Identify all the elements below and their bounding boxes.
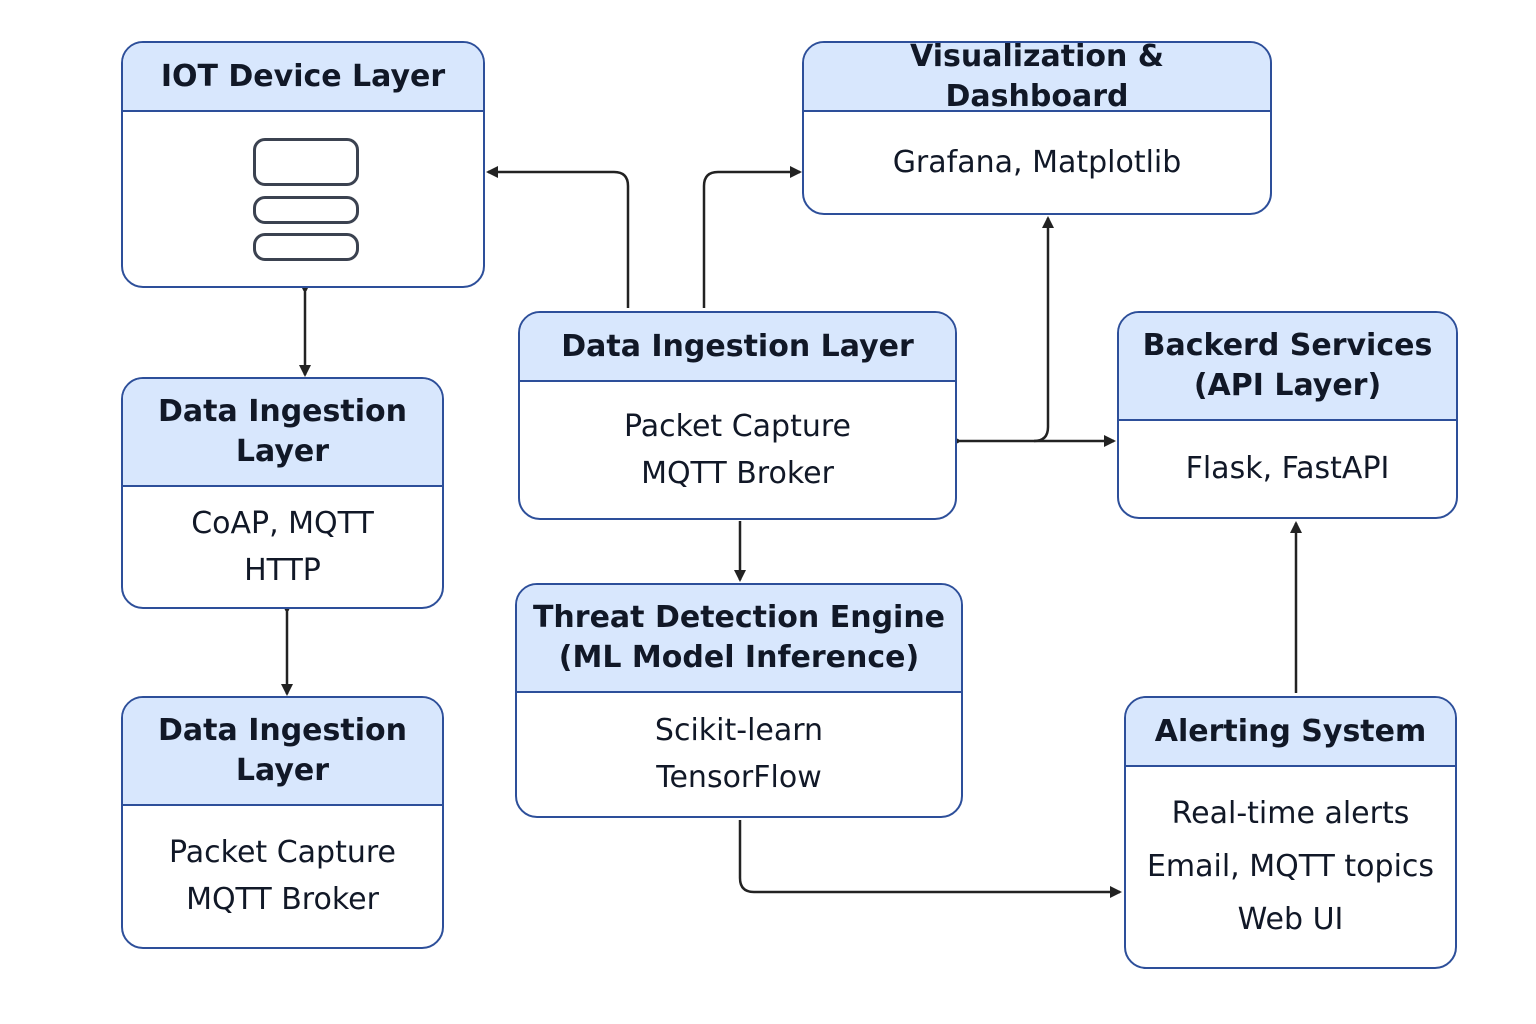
data-ingestion-left1-title: Data Ingestion Layer: [123, 379, 442, 487]
visualization-dashboard-title: Visualization & Dashboard: [804, 43, 1270, 114]
backend-services-title: Backerd Services (API Layer): [1119, 313, 1456, 421]
data-ingestion-center-body: Packet Capture MQTT Broker: [520, 382, 955, 517]
backend-frameworks-text: Flask, FastAPI: [1185, 451, 1390, 486]
backend-services-box: Backerd Services (API Layer) Flask, Fast…: [1117, 311, 1458, 519]
device-icon-top: [253, 138, 359, 186]
alerting-line-2: Email, MQTT topics: [1146, 849, 1435, 884]
threat-detection-engine-body: Scikit-learn TensorFlow: [517, 693, 961, 815]
data-ingestion-left1-box: Data Ingestion Layer CoAP, MQTT HTTP: [121, 377, 444, 609]
alerting-line-1: Real-time alerts: [1171, 796, 1410, 831]
visualization-dashboard-body: Grafana, Matplotlib: [804, 112, 1270, 212]
backend-services-body: Flask, FastAPI: [1119, 421, 1456, 516]
alerting-system-title: Alerting System: [1126, 698, 1455, 767]
alerting-line-3: Web UI: [1237, 902, 1344, 937]
threat-line-2: TensorFlow: [656, 760, 822, 795]
viz-tools-text: Grafana, Matplotlib: [892, 144, 1182, 180]
ingest-left1-line-2: HTTP: [244, 552, 321, 588]
ingest-center-line-2: MQTT Broker: [641, 455, 834, 491]
alerting-system-body: Real-time alerts Email, MQTT topics Web …: [1126, 767, 1455, 966]
data-ingestion-left1-body: CoAP, MQTT HTTP: [123, 487, 442, 606]
data-ingestion-center-title: Data Ingestion Layer: [520, 313, 955, 382]
iot-device-layer-box: IOT Device Layer: [121, 41, 485, 288]
data-ingestion-left2-body: Packet Capture MQTT Broker: [123, 806, 442, 946]
device-icon-middle: [253, 196, 359, 224]
data-ingestion-left2-title: Data Ingestion Layer: [123, 698, 442, 806]
ingest-left2-line-1: Packet Capture: [169, 835, 396, 870]
threat-line-1: Scikit-learn: [654, 713, 824, 748]
visualization-dashboard-box: Visualization & Dashboard Grafana, Matpl…: [802, 41, 1272, 215]
ingest-left2-line-2: MQTT Broker: [186, 882, 379, 917]
threat-detection-engine-title: Threat Detection Engine (ML Model Infere…: [517, 585, 961, 693]
data-ingestion-center-box: Data Ingestion Layer Packet Capture MQTT…: [518, 311, 957, 520]
ingest-center-line-1: Packet Capture: [624, 408, 851, 444]
alerting-system-box: Alerting System Real-time alerts Email, …: [1124, 696, 1457, 969]
iot-device-layer-title: IOT Device Layer: [123, 43, 483, 112]
arrow-ingest-to-viz: [702, 166, 802, 308]
threat-detection-engine-box: Threat Detection Engine (ML Model Infere…: [515, 583, 963, 818]
data-ingestion-left2-box: Data Ingestion Layer Packet Capture MQTT…: [121, 696, 444, 949]
arrow-ingest-to-iot: [486, 166, 630, 308]
ingest-left1-line-1: CoAP, MQTT: [191, 505, 374, 541]
arrow-threat-to-alerting: [738, 820, 1122, 898]
device-icon-bottom: [253, 233, 359, 261]
arrow-junction-to-viz: [1033, 216, 1054, 443]
